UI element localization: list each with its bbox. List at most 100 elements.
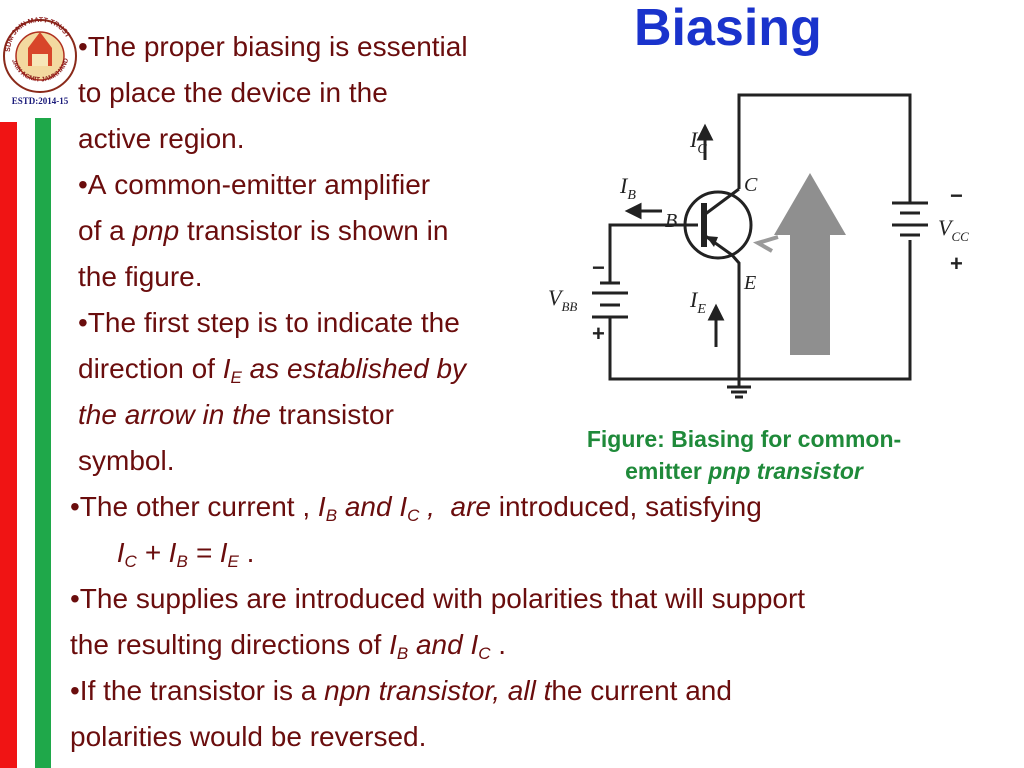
vcc-label: V — [938, 215, 954, 240]
svg-text:IC: IC — [689, 127, 707, 157]
vcc-label-sub: CC — [951, 229, 969, 244]
trust-logo: SDM JAIN MATT TRUST JAIN AGMIT JAMKHANDI… — [0, 0, 77, 106]
ib-arrow-head — [624, 202, 642, 220]
bullet-text-segment: •A common-emitter amplifier — [78, 169, 431, 200]
bullet-text-segment: active region. — [78, 123, 245, 154]
bullet-text-segment: , are — [419, 491, 491, 522]
bullet-text-segment: . — [238, 537, 255, 568]
emitter-label: E — [743, 272, 756, 294]
bullet-text-segment: I — [222, 353, 231, 384]
bullet-text-segment: introduced, satisfying — [490, 491, 762, 522]
bullet-line: symbol. — [78, 442, 174, 480]
bullet-text-segment: C — [124, 552, 137, 571]
ic-label: I — [689, 127, 699, 152]
small-grey-arrow — [752, 235, 779, 253]
bullet-line: •If the transistor is a npn transistor, … — [70, 672, 732, 710]
bullet-line: to place the device in the — [78, 74, 388, 112]
bullet-text-segment: and I — [408, 629, 479, 660]
bullet-line: •The other current , IB and IC , are int… — [70, 488, 762, 535]
ib-label-sub: B — [627, 188, 636, 203]
bullet-line: the arrow in the transistor — [78, 396, 394, 434]
bullet-line: •The first step is to indicate the — [78, 304, 460, 342]
bullet-text-segment: = I — [187, 537, 228, 568]
bullet-text-segment: C — [407, 506, 420, 525]
bullet-text-segment: direction of — [78, 353, 223, 384]
ic-arrow-head — [696, 123, 714, 141]
vbb-minus: − — [592, 255, 605, 280]
bullet-text-segment — [70, 537, 117, 568]
bullet-text-segment: E — [230, 368, 242, 387]
bullet-text-segment: to place the device in the — [78, 77, 388, 108]
svg-text:VCC: VCC — [938, 215, 969, 244]
bullet-line: direction of IE as established by — [78, 350, 466, 397]
bullet-line: IC + IB = IE . — [70, 534, 255, 581]
figure-caption: Figure: Biasing for common- emitter pnp … — [534, 423, 954, 487]
bullet-text-segment: the figure. — [78, 261, 203, 292]
left-red-bar — [0, 122, 17, 768]
bullet-text-segment: B — [176, 552, 188, 571]
bullet-line: the resulting directions of IB and IC . — [70, 626, 506, 673]
bullet-line: of a pnp transistor is shown in — [78, 212, 448, 250]
bullet-text-segment: the resulting directions of — [70, 629, 390, 660]
logo-established: ESTD:2014-15 — [12, 96, 69, 106]
vbb-battery — [592, 281, 628, 319]
ie-label: I — [689, 287, 699, 312]
ground-symbol — [727, 385, 751, 399]
bullet-line: •The proper biasing is essential — [78, 28, 468, 66]
bullet-text-segment: symbol. — [78, 445, 175, 476]
emitter-wire — [730, 254, 741, 379]
base-wire — [608, 223, 698, 283]
biasing-circuit-figure: IC IB IE B C E VBB VCC − + − + — [548, 93, 969, 399]
ie-arrow-head — [707, 303, 725, 321]
large-current-arrow — [774, 173, 846, 355]
bullet-text-segment: I — [389, 629, 397, 660]
vbb-plus: + — [592, 321, 605, 346]
bullet-text-segment: I — [116, 537, 125, 568]
left-green-bar — [35, 118, 51, 768]
bullet-text-segment: •If the transistor is a — [70, 675, 325, 706]
svg-text:IB: IB — [619, 173, 636, 203]
transistor-circle — [683, 190, 753, 260]
bullet-text-segment: •The other current , — [70, 491, 318, 522]
vcc-minus: − — [950, 183, 963, 208]
transistor-collector-leg — [703, 187, 740, 217]
collector-wire — [737, 93, 912, 203]
bullet-text-segment: transistor — [271, 399, 394, 430]
bullet-text-segment: . — [490, 629, 507, 660]
bullet-text-segment: transistor is shown in — [179, 215, 449, 246]
bullet-text-segment: •The proper biasing is essential — [78, 31, 468, 62]
vcc-battery — [892, 201, 928, 237]
bullet-text-segment: E — [227, 552, 239, 571]
svg-text:IE: IE — [689, 287, 706, 317]
vbb-label: V — [548, 285, 564, 310]
bullet-line: active region. — [78, 120, 245, 158]
bullet-text-segment: polarities would be reversed. — [70, 721, 427, 752]
collector-label: C — [744, 174, 758, 196]
bullet-text-segment: as established by — [241, 353, 467, 384]
svg-text:VBB: VBB — [548, 285, 577, 314]
bullet-text-segment: B — [325, 506, 338, 525]
bullet-line: •A common-emitter amplifier — [78, 166, 430, 204]
ic-label-sub: C — [697, 142, 707, 157]
vbb-label-sub: BB — [561, 299, 577, 314]
right-return-wire — [739, 240, 912, 381]
bullet-line: the figure. — [78, 258, 203, 296]
bullet-text-segment: C — [478, 644, 491, 663]
caption-line-2-plain: emitter — [625, 458, 709, 484]
caption-line-1: Figure: Biasing for common- — [586, 426, 902, 452]
bullet-text-segment: B — [396, 644, 409, 663]
bullet-text-segment: and I — [337, 491, 408, 522]
bullet-text-segment: + I — [136, 537, 177, 568]
bullet-text-segment: I — [317, 491, 326, 522]
bullet-text-segment: npn transistor, all t — [324, 675, 552, 706]
left-return-wire — [608, 317, 739, 381]
bullet-text-segment: •The supplies are introduced with polari… — [70, 583, 806, 614]
bullet-line: polarities would be reversed. — [70, 718, 426, 756]
vcc-plus: + — [950, 251, 963, 276]
emitter-arrow-head — [706, 236, 718, 247]
bullet-text-segment: the arrow in the — [78, 399, 271, 430]
bullet-text-segment: he current and — [551, 675, 732, 706]
bullet-line: •The supplies are introduced with polari… — [70, 580, 805, 618]
caption-line-2: emitter pnp transistor — [534, 455, 954, 487]
bullet-text-segment: of a — [78, 215, 133, 246]
